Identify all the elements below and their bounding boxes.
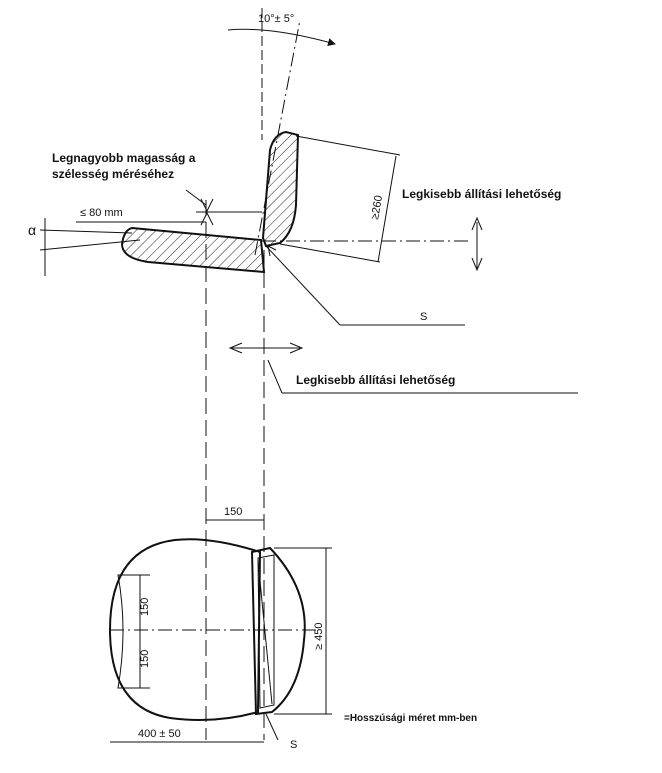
min-adjust-leader — [267, 359, 283, 394]
backrest-diagonal — [257, 559, 273, 705]
seat-cushion-section — [120, 226, 266, 274]
s-bottom-label: S — [290, 739, 297, 751]
s-leader — [265, 245, 341, 326]
arrow-down-icon — [471, 257, 483, 272]
dim-150-a-label: 150 — [139, 598, 151, 616]
s-arrow-icon — [267, 245, 277, 257]
dim-450-label: ≥ 450 — [313, 623, 325, 650]
alpha-label: α — [28, 222, 36, 238]
alpha-lower-line — [39, 239, 141, 251]
angle-arc — [227, 28, 336, 46]
backrest-top-outline — [250, 546, 306, 716]
back-centerline — [254, 19, 301, 256]
max-height-label-line2: szélesség méréséhez — [52, 167, 174, 181]
dim-150-b-label: 150 — [139, 650, 151, 668]
max-height-arrows — [200, 198, 214, 226]
side-view: 10°± 5° ≥260 Legkisebb állítási lehetősé… — [28, 8, 578, 394]
alpha-upper-line — [39, 229, 133, 234]
units-note: =Hosszúsági méret mm-ben — [344, 713, 477, 724]
angle-label: 10°± 5° — [258, 13, 294, 25]
min-adjust-bottom-label: Legkisebb állítási lehetőség — [296, 373, 455, 387]
dim-260-label: ≥260 — [369, 194, 385, 220]
seat-back-section — [261, 130, 300, 248]
arrow-right-icon — [289, 342, 304, 354]
max-height-label-line1: Legnagyobb magasság a — [52, 151, 196, 165]
dim-260-line — [377, 155, 397, 263]
rear-notch — [117, 574, 150, 689]
arrow-left-icon — [228, 342, 243, 354]
backrest-inner — [257, 554, 275, 709]
s-bottom-leader — [265, 713, 279, 741]
dim-260-ext-top — [295, 135, 401, 156]
top-view: 150 150 150 ≥ 450 400 ± 50 S =Hosszúsági… — [108, 506, 477, 751]
dim-400-label: 400 ± 50 — [138, 728, 181, 740]
dim-260-ext-bottom — [279, 243, 381, 263]
arrow-up-icon — [471, 216, 483, 231]
s-top-label: S — [420, 311, 427, 323]
dim-80-label: ≤ 80 mm — [80, 207, 123, 219]
min-adjust-right-label: Legkisebb állítási lehetőség — [402, 187, 561, 201]
dim-150-top-label: 150 — [224, 506, 242, 518]
